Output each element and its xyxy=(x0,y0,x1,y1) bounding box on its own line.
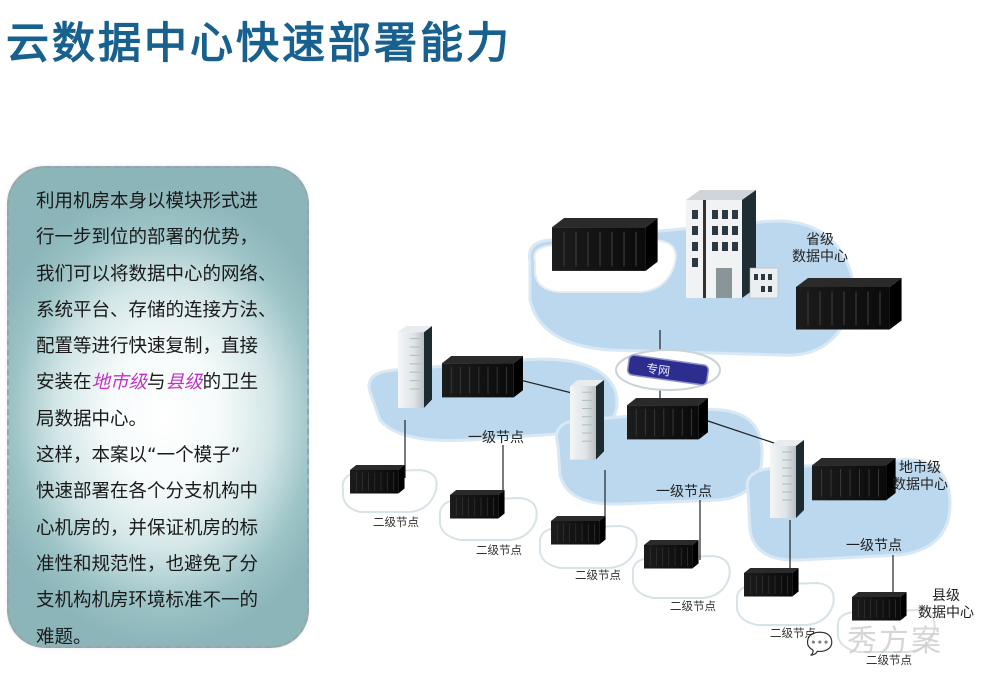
description-fragment: 利用机房本身以模块形式进 xyxy=(36,191,259,212)
description-fragment: 心机房的，并保证机房的标 xyxy=(36,517,259,539)
city-label-line2: 数据中心 xyxy=(892,477,948,493)
rack-level2-3 xyxy=(550,515,606,545)
county-label: 县级 数据中心 xyxy=(918,588,974,622)
level2-node-label: 二级节点 xyxy=(866,653,912,667)
description-line: 配置等进行快速复制，直接 xyxy=(36,329,306,365)
description-line: 快速部署在各个分支机构中 xyxy=(36,474,306,510)
level1-node-label: 一级节点 xyxy=(468,430,524,446)
watermark: 💬 秀方案 xyxy=(806,616,943,660)
description-fragment: 这样，本案以“一个模子” xyxy=(36,445,241,467)
rack-provincial-1 xyxy=(551,217,659,272)
description-fragment: 难题。 xyxy=(36,626,92,648)
tower-city xyxy=(769,439,805,519)
rack-level2-1 xyxy=(349,464,405,494)
level2-node-label: 二级节点 xyxy=(373,515,419,529)
highlighted-term: 县级 xyxy=(165,372,203,394)
provincial-label-line1: 省级 xyxy=(806,232,834,248)
description-text: 利用机房本身以模块形式进行一步到位的部署的优势， 我们可以将数据中心的网络、系统平… xyxy=(36,184,306,656)
rack-level1-left xyxy=(441,355,524,398)
description-line: 难题。 xyxy=(36,620,306,656)
description-line: 我们可以将数据中心的网络、 xyxy=(36,257,306,293)
description-line: 心机房的，并保证机房的标 xyxy=(36,511,306,547)
description-fragment: 行一步到位的部署的优势， xyxy=(36,227,259,249)
rack-level1-middle xyxy=(626,397,709,440)
level1-node-label: 一级节点 xyxy=(846,538,902,554)
watermark-text: 秀方案 xyxy=(846,624,943,659)
description-line: 准性和规范性，也避免了分 xyxy=(36,547,306,583)
level1-node-label: 一级节点 xyxy=(656,484,712,500)
description-panel: 利用机房本身以模块形式进行一步到位的部署的优势， 我们可以将数据中心的网络、系统平… xyxy=(7,166,309,648)
description-line: 这样，本案以“一个模子” xyxy=(36,438,306,474)
description-fragment: 的卫生 xyxy=(202,372,259,394)
city-label-line1: 地市级 xyxy=(899,460,941,476)
rack-provincial-2 xyxy=(795,277,903,331)
rack-level2-5 xyxy=(743,567,799,597)
description-fragment: 准性和规范性，也避免了分 xyxy=(36,553,259,575)
description-fragment: 安装在 xyxy=(36,372,92,394)
description-fragment: 与 xyxy=(147,372,166,394)
private-network-cloud xyxy=(615,349,721,391)
description-line: 局数据中心。 xyxy=(36,402,306,438)
description-fragment: 支机构机房环境标准不一的 xyxy=(36,590,259,612)
county-label-line1: 县级 xyxy=(932,588,960,604)
provincial-label-line2: 数据中心 xyxy=(792,249,848,265)
description-fragment: 我们可以将数据中心的网络、 xyxy=(36,263,277,285)
county-label-line2: 数据中心 xyxy=(918,605,974,621)
private-network-label: 专网 xyxy=(645,361,671,379)
level2-node-label: 二级节点 xyxy=(770,626,816,640)
level2-node-label: 二级节点 xyxy=(575,568,621,582)
page-title: 云数据中心快速部署能力 xyxy=(6,19,512,69)
description-fragment: 快速部署在各个分支机构中 xyxy=(36,481,259,503)
description-fragment: 局数据中心。 xyxy=(36,408,148,430)
building-icon xyxy=(686,190,779,299)
highlighted-term: 地市级 xyxy=(91,372,148,394)
tower-level1-left xyxy=(397,325,433,409)
description-line: 支机构机房环境标准不一的 xyxy=(36,583,306,619)
rack-city xyxy=(811,457,897,501)
rack-level2-4 xyxy=(643,539,699,569)
description-fragment: 系统平台、存储的连接方法、 xyxy=(36,299,277,321)
description-line: 安装在地市级与县级的卫生 xyxy=(36,365,306,401)
provincial-label: 省级 数据中心 xyxy=(792,232,848,266)
wechat-icon: 💬 xyxy=(806,632,836,657)
rack-level2-2 xyxy=(449,489,505,519)
tower-level1-middle xyxy=(569,379,605,461)
description-fragment: 配置等进行快速复制，直接 xyxy=(36,336,259,358)
description-line: 利用机房本身以模块形式进 xyxy=(36,184,306,220)
level2-node-label: 二级节点 xyxy=(476,543,522,557)
level2-node-label: 二级节点 xyxy=(670,599,716,613)
city-label: 地市级 数据中心 xyxy=(892,460,948,494)
description-line: 系统平台、存储的连接方法、 xyxy=(36,293,306,329)
description-line: 行一步到位的部署的优势， xyxy=(36,220,306,256)
